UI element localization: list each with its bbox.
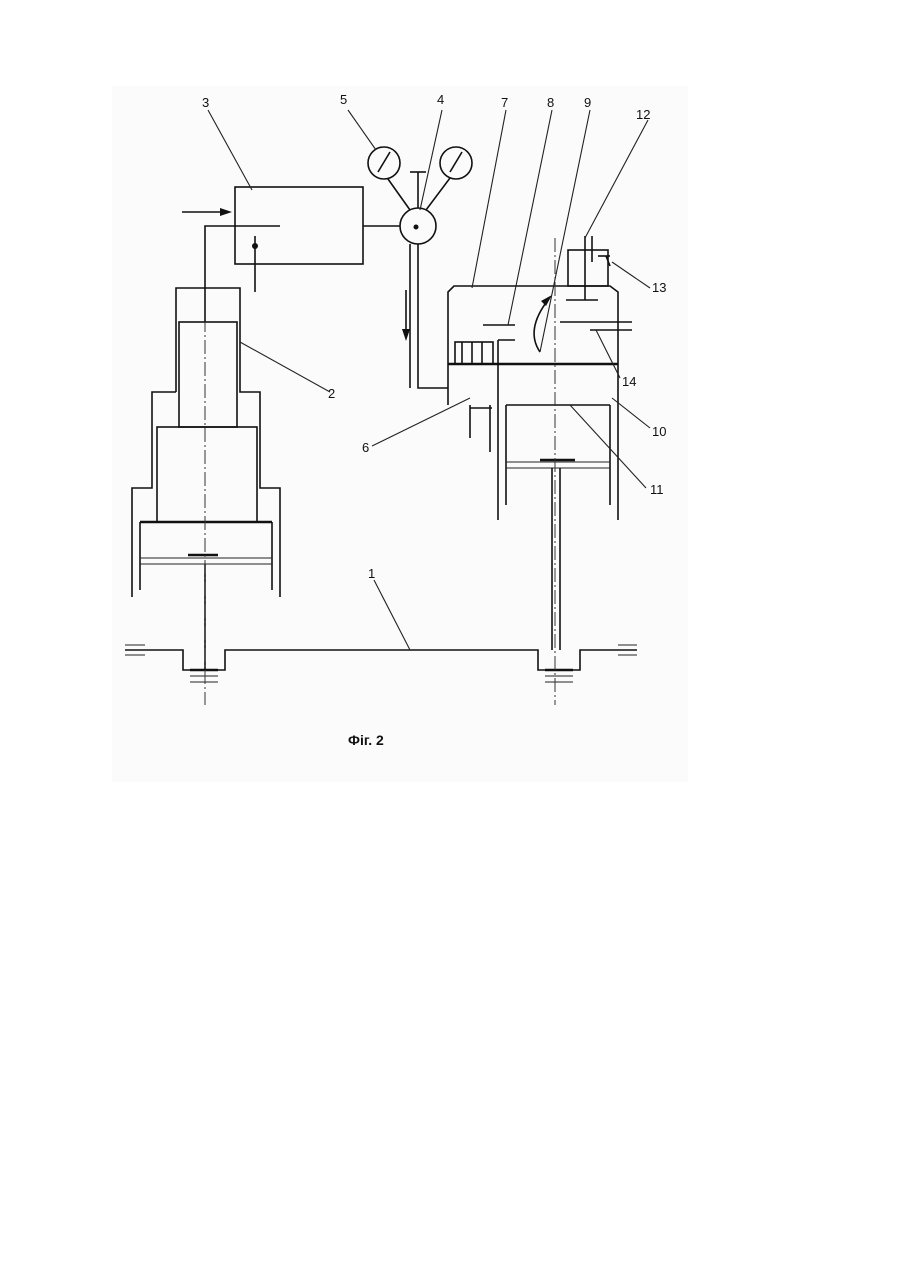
- working-cylinder: [448, 236, 632, 705]
- label-14: 14: [622, 374, 636, 389]
- label-4: 4: [437, 92, 444, 107]
- receiver-tank: [182, 187, 400, 322]
- leader-lines: [208, 110, 650, 650]
- label-10: 10: [652, 424, 666, 439]
- label-5: 5: [340, 92, 347, 107]
- distributor-valve: [400, 172, 448, 388]
- pressure-gauges: [368, 147, 472, 210]
- stepped-compressor-cylinder: [132, 230, 280, 705]
- label-6: 6: [362, 440, 369, 455]
- label-8: 8: [547, 95, 554, 110]
- label-2: 2: [328, 386, 335, 401]
- label-12: 12: [636, 107, 650, 122]
- label-11: 11: [650, 482, 664, 497]
- figure-caption: Фіг. 2: [348, 732, 384, 748]
- crankshaft: [125, 645, 637, 682]
- label-13: 13: [652, 280, 666, 295]
- label-1: 1: [368, 566, 375, 581]
- label-7: 7: [501, 95, 508, 110]
- label-9: 9: [584, 95, 591, 110]
- label-3: 3: [202, 95, 209, 110]
